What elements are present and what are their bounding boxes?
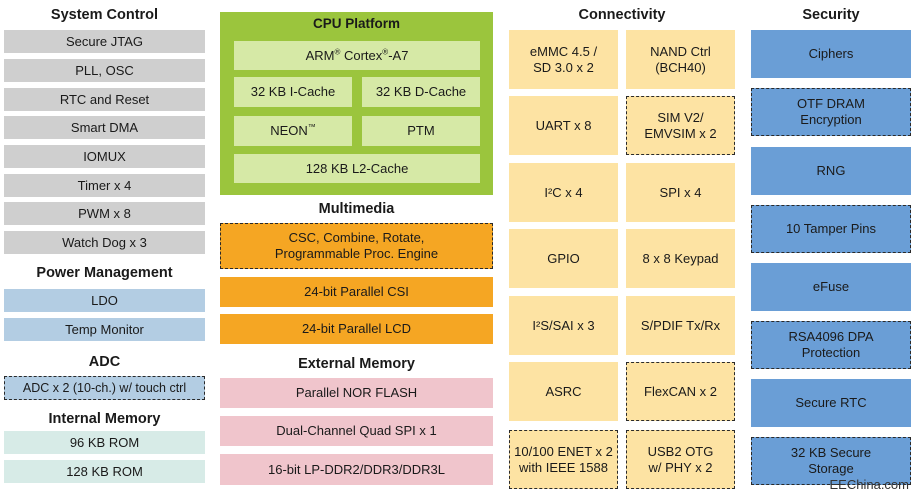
system-control-item: PWM x 8 xyxy=(4,202,205,225)
power-management-item: LDO xyxy=(4,289,205,312)
security-item: eFuse xyxy=(751,263,911,311)
cpu-ptm: PTM xyxy=(362,116,480,146)
multimedia-title: Multimedia xyxy=(318,201,395,217)
multimedia-item: 24-bit Parallel LCD xyxy=(220,314,493,344)
system-control-item: Smart DMA xyxy=(4,116,205,139)
cpu-icache: 32 KB I-Cache xyxy=(234,77,352,107)
connectivity-item: 10/100 ENET x 2 with IEEE 1588 xyxy=(509,430,618,489)
connectivity-item: USB2 OTG w/ PHY x 2 xyxy=(626,430,735,489)
system-control-title: System Control xyxy=(50,7,159,23)
cpu-dcache: 32 KB D-Cache xyxy=(362,77,480,107)
power-management-item: Temp Monitor xyxy=(4,318,205,341)
internal-memory-item: 96 KB ROM xyxy=(4,431,205,454)
system-control-item: PLL, OSC xyxy=(4,59,205,82)
connectivity-item: GPIO xyxy=(509,229,618,288)
security-title: Security xyxy=(802,7,860,23)
adc-item: ADC x 2 (10-ch.) w/ touch ctrl xyxy=(4,376,205,400)
cpu-core-label: ARM® Cortex®-A7 xyxy=(305,47,409,63)
system-control-item: Timer x 4 xyxy=(4,174,205,197)
watermark: EEChina.com xyxy=(829,477,909,492)
connectivity-item: FlexCAN x 2 xyxy=(626,362,735,421)
connectivity-item: I²S/SAI x 3 xyxy=(509,296,618,355)
adc-title: ADC xyxy=(88,354,121,370)
external-memory-title: External Memory xyxy=(298,356,415,372)
security-item: Ciphers xyxy=(751,30,911,78)
system-control-item: Watch Dog x 3 xyxy=(4,231,205,254)
security-item: RNG xyxy=(751,147,911,195)
connectivity-item: SIM V2/ EMVSIM x 2 xyxy=(626,96,735,155)
connectivity-item: UART x 8 xyxy=(509,96,618,155)
cpu-neon: NEON™ xyxy=(234,116,352,146)
multimedia-item: 24-bit Parallel CSI xyxy=(220,277,493,307)
security-item: OTF DRAM Encryption xyxy=(751,88,911,136)
security-item: 10 Tamper Pins xyxy=(751,205,911,253)
cpu-l2-cache: 128 KB L2-Cache xyxy=(234,154,480,183)
cpu-neon-label: NEON™ xyxy=(270,122,316,138)
external-memory-item: 16-bit LP-DDR2/DDR3/DDR3L xyxy=(220,454,493,485)
cpu-platform-title: CPU Platform xyxy=(312,16,400,31)
external-memory-item: Parallel NOR FLASH xyxy=(220,378,493,408)
internal-memory-title: Internal Memory xyxy=(48,411,161,427)
connectivity-item: SPI x 4 xyxy=(626,163,735,222)
security-item: Secure RTC xyxy=(751,379,911,427)
internal-memory-item: 128 KB ROM xyxy=(4,460,205,483)
security-item: 32 KB Secure Storage xyxy=(751,437,911,485)
connectivity-item: NAND Ctrl (BCH40) xyxy=(626,30,735,89)
multimedia-item: CSC, Combine, Rotate, Programmable Proc.… xyxy=(220,223,493,269)
connectivity-title: Connectivity xyxy=(578,7,666,23)
security-item: RSA4096 DPA Protection xyxy=(751,321,911,369)
external-memory-item: Dual-Channel Quad SPI x 1 xyxy=(220,416,493,446)
power-management-title: Power Management xyxy=(36,265,173,281)
connectivity-item: ASRC xyxy=(509,362,618,421)
connectivity-item: eMMC 4.5 / SD 3.0 x 2 xyxy=(509,30,618,89)
connectivity-item: I²C x 4 xyxy=(509,163,618,222)
system-control-item: RTC and Reset xyxy=(4,88,205,111)
connectivity-item: 8 x 8 Keypad xyxy=(626,229,735,288)
cpu-core: ARM® Cortex®-A7 xyxy=(234,41,480,70)
connectivity-item: S/PDIF Tx/Rx xyxy=(626,296,735,355)
system-control-item: Secure JTAG xyxy=(4,30,205,53)
system-control-item: IOMUX xyxy=(4,145,205,168)
